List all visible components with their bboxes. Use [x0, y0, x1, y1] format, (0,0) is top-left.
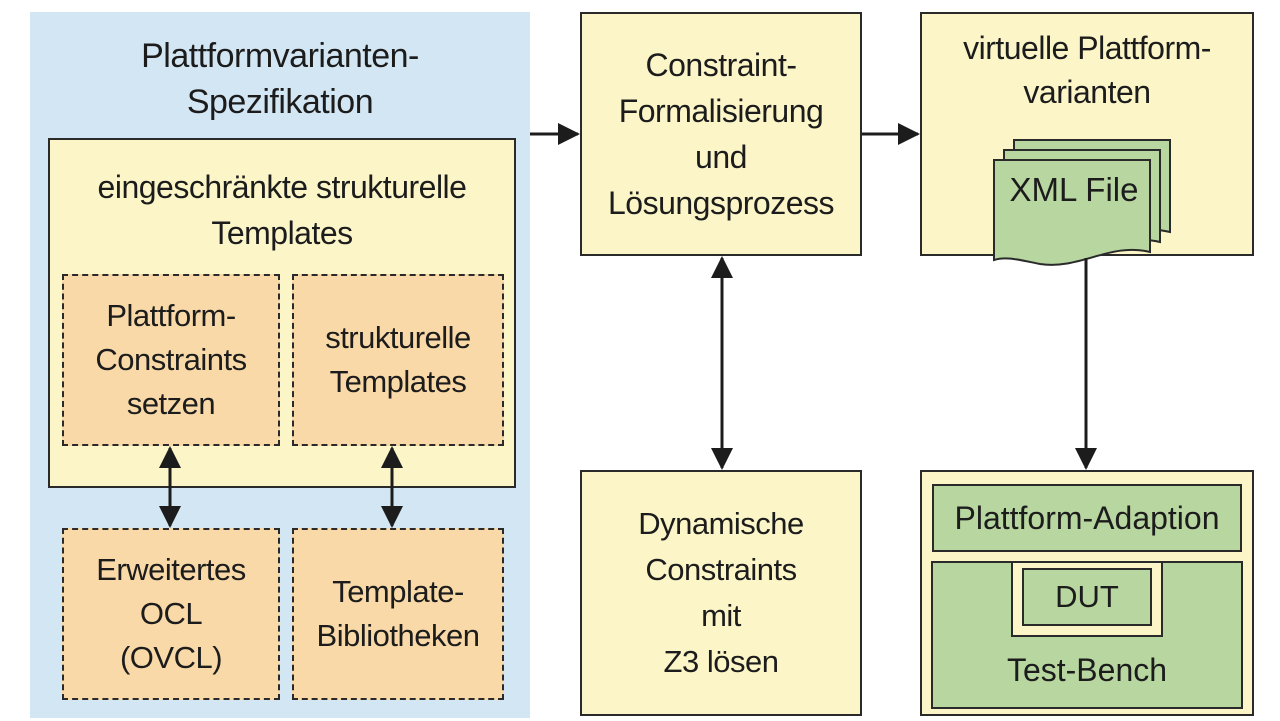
xml-file-icon — [993, 139, 1171, 266]
template-libraries-box: Template- Bibliotheken — [292, 528, 504, 700]
platform-adaption-box: Plattform-Adaption — [932, 484, 1242, 552]
dynamic-constraints-box: Dynamische Constraints mit Z3 lösen — [580, 470, 862, 716]
dut-box: DUT — [1022, 568, 1152, 626]
constraint-formalization-box: Constraint- Formalisierung und Lösungspr… — [580, 12, 862, 256]
extended-ocl-box: Erweitertes OCL (OVCL) — [62, 528, 280, 700]
virtual-variants-title: virtuelle Plattform- varianten — [963, 30, 1211, 110]
specification-title: Plattformvarianten- Spezifikation — [141, 37, 419, 121]
restricted-templates-title: eingeschränkte strukturelle Templates — [97, 169, 467, 251]
testbench-label: Test-Bench — [1006, 651, 1168, 688]
xml-file-label: XML File — [1009, 171, 1139, 208]
platform-constraints-box: Plattform- Constraints setzen — [62, 274, 280, 446]
dynamic-constraints-label: Dynamische Constraints mit Z3 lösen — [638, 506, 804, 679]
constraint-formalization-label: Constraint- Formalisierung und Lösungspr… — [607, 47, 835, 221]
structural-templates-box: strukturelle Templates — [292, 274, 504, 446]
